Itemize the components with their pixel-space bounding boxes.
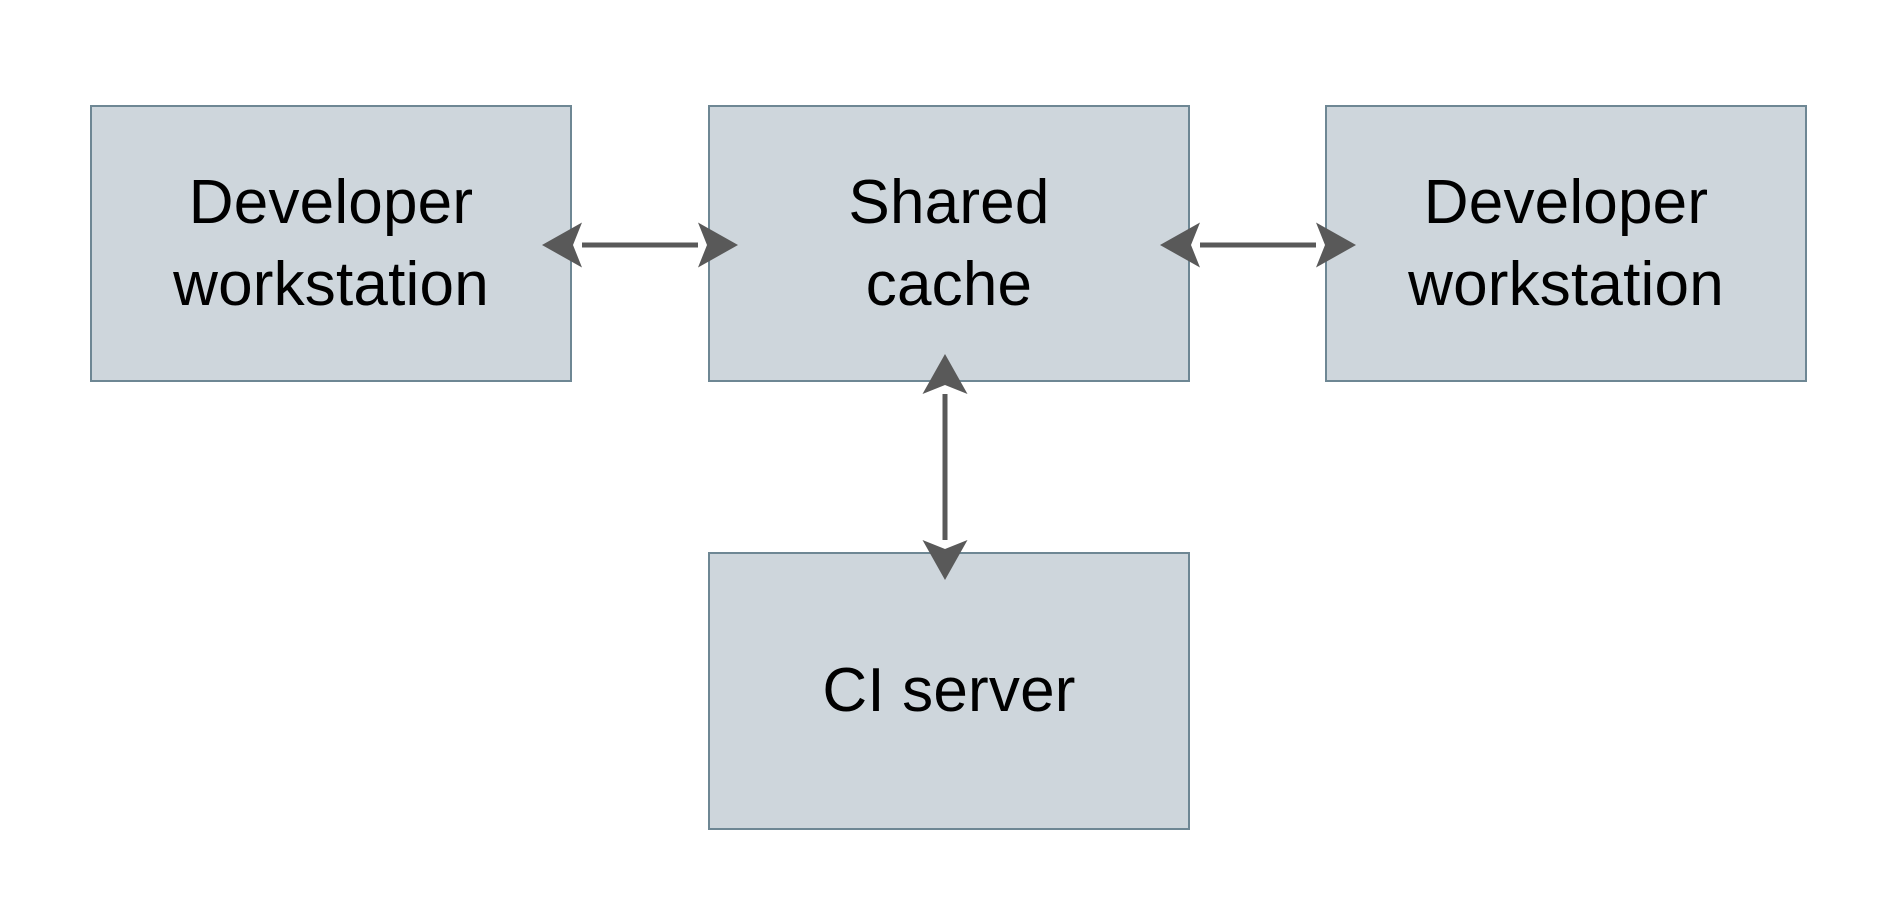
ci-server-node[interactable]: CI server: [708, 552, 1190, 830]
developer-workstation-right-label: Developer workstation: [1408, 167, 1724, 319]
developer-workstation-left-label: Developer workstation: [173, 167, 489, 319]
edge-shared-cache-to-ci-server[interactable]: [915, 354, 975, 580]
shared-cache-label: Shared cache: [848, 167, 1050, 319]
edge-shared-cache-to-dev-right[interactable]: [1160, 215, 1356, 275]
developer-workstation-right-node[interactable]: Developer workstation: [1325, 105, 1807, 382]
ci-server-label: CI server: [822, 656, 1076, 726]
shared-cache-node[interactable]: Shared cache: [708, 105, 1190, 382]
developer-workstation-left-node[interactable]: Developer workstation: [90, 105, 572, 382]
edge-dev-left-to-shared-cache[interactable]: [542, 215, 738, 275]
